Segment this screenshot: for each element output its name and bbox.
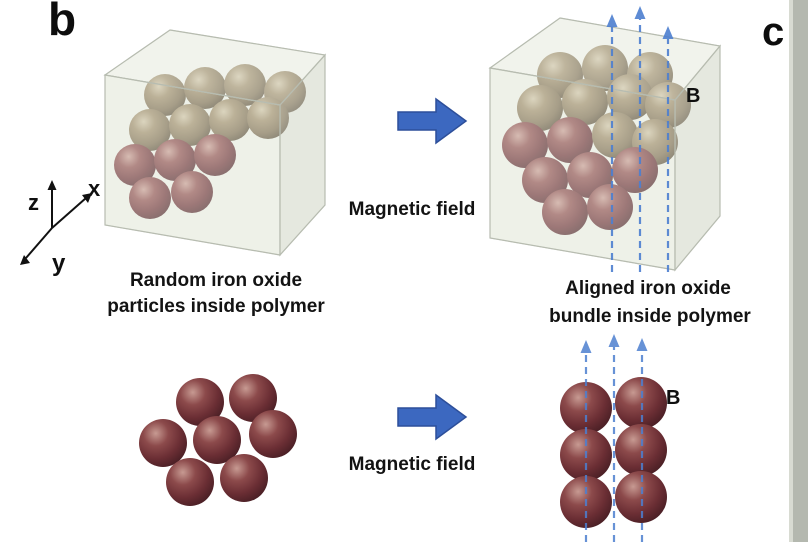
iron-oxide-particle (169, 104, 211, 146)
box-veil-random (103, 29, 327, 257)
box-right-veil (279, 53, 326, 257)
y-axis-label: y (52, 250, 66, 277)
x-axis (51, 197, 87, 229)
x-axis-label: x (88, 176, 101, 201)
iron-oxide-particle (607, 74, 653, 120)
random-caption-line2: particles inside polymer (107, 296, 325, 317)
page-edge-strip-light (789, 0, 793, 542)
iron-oxide-particle (129, 177, 171, 219)
field-line-arrowhead (636, 338, 648, 351)
magnetic-field-label-bottom: Magnetic field (348, 454, 476, 475)
iron-oxide-particle (517, 85, 563, 131)
iron-oxide-particle (114, 144, 156, 186)
iron-oxide-particle (587, 184, 633, 230)
box-front-veil (104, 74, 281, 256)
field-lines-top (606, 6, 674, 272)
field-symbol-bottom: B (666, 387, 681, 409)
box-right-veil (674, 44, 721, 272)
iron-oxide-particle (592, 112, 638, 158)
iron-oxide-particle (502, 122, 548, 168)
field-symbol-top: B (686, 85, 701, 107)
iron-oxide-particle (615, 424, 667, 476)
random-caption-line1: Random iron oxide (129, 270, 303, 291)
iron-oxide-particle (547, 117, 593, 163)
transform-arrow-top (397, 97, 468, 145)
iron-oxide-particle (166, 458, 214, 506)
iron-oxide-particle (615, 471, 667, 523)
coordinate-axes (20, 180, 92, 265)
iron-oxide-particle (209, 99, 251, 141)
panel-label-b: b (48, 0, 77, 45)
aligned-caption-line1: Aligned iron oxide (565, 278, 731, 299)
random-particles-in-box (114, 64, 306, 219)
random-particles-free (139, 374, 297, 506)
iron-oxide-particle (562, 79, 608, 125)
iron-oxide-particle (139, 419, 187, 467)
iron-oxide-particle (144, 74, 186, 116)
aligned-caption-line2: bundle inside polymer (549, 306, 751, 327)
page-edge-strip (793, 0, 808, 542)
iron-oxide-particle (194, 134, 236, 176)
iron-oxide-particle (247, 97, 289, 139)
iron-oxide-particle (184, 67, 226, 109)
box-front-veil (489, 67, 676, 271)
aligned-particles-in-box (502, 45, 691, 235)
field-line-arrowhead (634, 6, 646, 19)
field-line-arrowhead (662, 26, 674, 39)
panel-label-c: c (762, 10, 785, 54)
iron-oxide-particle (249, 410, 297, 458)
x-axis-arrowhead (82, 193, 92, 203)
iron-oxide-particle (542, 189, 588, 235)
iron-oxide-particle (176, 378, 224, 426)
iron-oxide-particle (645, 82, 691, 128)
iron-oxide-particle (612, 147, 658, 193)
magnetic-field-label-top: Magnetic field (348, 199, 476, 220)
box-veil-aligned (488, 17, 722, 272)
iron-oxide-particle (224, 64, 266, 106)
iron-oxide-particle (154, 139, 196, 181)
iron-oxide-particle (229, 374, 277, 422)
field-lines-bottom (580, 334, 648, 542)
iron-oxide-particle (193, 416, 241, 464)
field-line-arrowhead (606, 14, 618, 27)
field-line-arrowhead (580, 340, 592, 353)
y-axis-arrowhead (20, 255, 30, 265)
y-axis (25, 227, 53, 259)
z-axis-label: z (28, 190, 39, 215)
transform-arrow-bottom (397, 393, 468, 441)
iron-oxide-particle (171, 171, 213, 213)
iron-oxide-particle (129, 109, 171, 151)
field-line-arrowhead (608, 334, 620, 347)
iron-oxide-particle (220, 454, 268, 502)
z-axis-arrowhead (47, 180, 57, 190)
